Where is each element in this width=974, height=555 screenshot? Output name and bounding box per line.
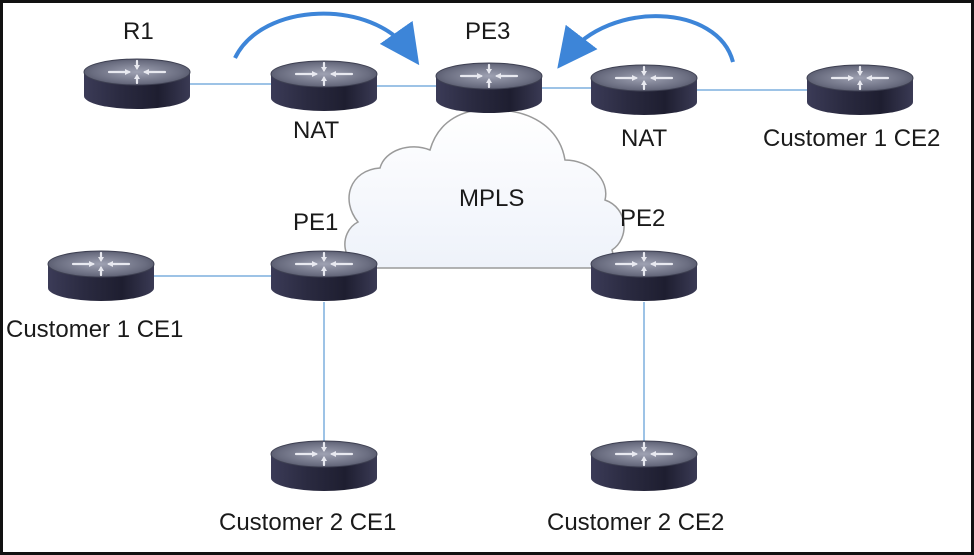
label-nat-right: NAT: [621, 125, 668, 152]
router-icon-c2ce1[interactable]: [269, 439, 379, 493]
label-pe1: PE1: [293, 209, 339, 236]
arrow-nat-to-pe3: [233, 11, 420, 66]
label-pe3: PE3: [465, 18, 511, 45]
router-icon-nat-left[interactable]: [269, 59, 379, 113]
label-c2ce2: Customer 2 CE2: [547, 509, 725, 536]
router-icon-c1ce1[interactable]: [46, 249, 156, 303]
router-icon-pe3[interactable]: [434, 61, 544, 115]
label-c1ce1: Customer 1 CE1: [6, 316, 184, 343]
label-r1: R1: [123, 18, 154, 45]
router-icon-c2ce2[interactable]: [589, 439, 699, 493]
label-c1ce2: Customer 1 CE2: [763, 125, 941, 152]
router-icon-c1ce2[interactable]: [805, 63, 915, 117]
label-nat-left: NAT: [293, 117, 340, 144]
router-icon-pe1[interactable]: [269, 249, 379, 303]
arrow-nat-to-pe3-right: [557, 14, 735, 69]
router-icon-r1[interactable]: [82, 57, 192, 111]
router-icon-nat-right[interactable]: [589, 63, 699, 117]
router-icon-pe2[interactable]: [589, 249, 699, 303]
label-mpls: MPLS: [459, 185, 525, 212]
label-c2ce1: Customer 2 CE1: [219, 509, 397, 536]
label-pe2: PE2: [620, 205, 666, 232]
